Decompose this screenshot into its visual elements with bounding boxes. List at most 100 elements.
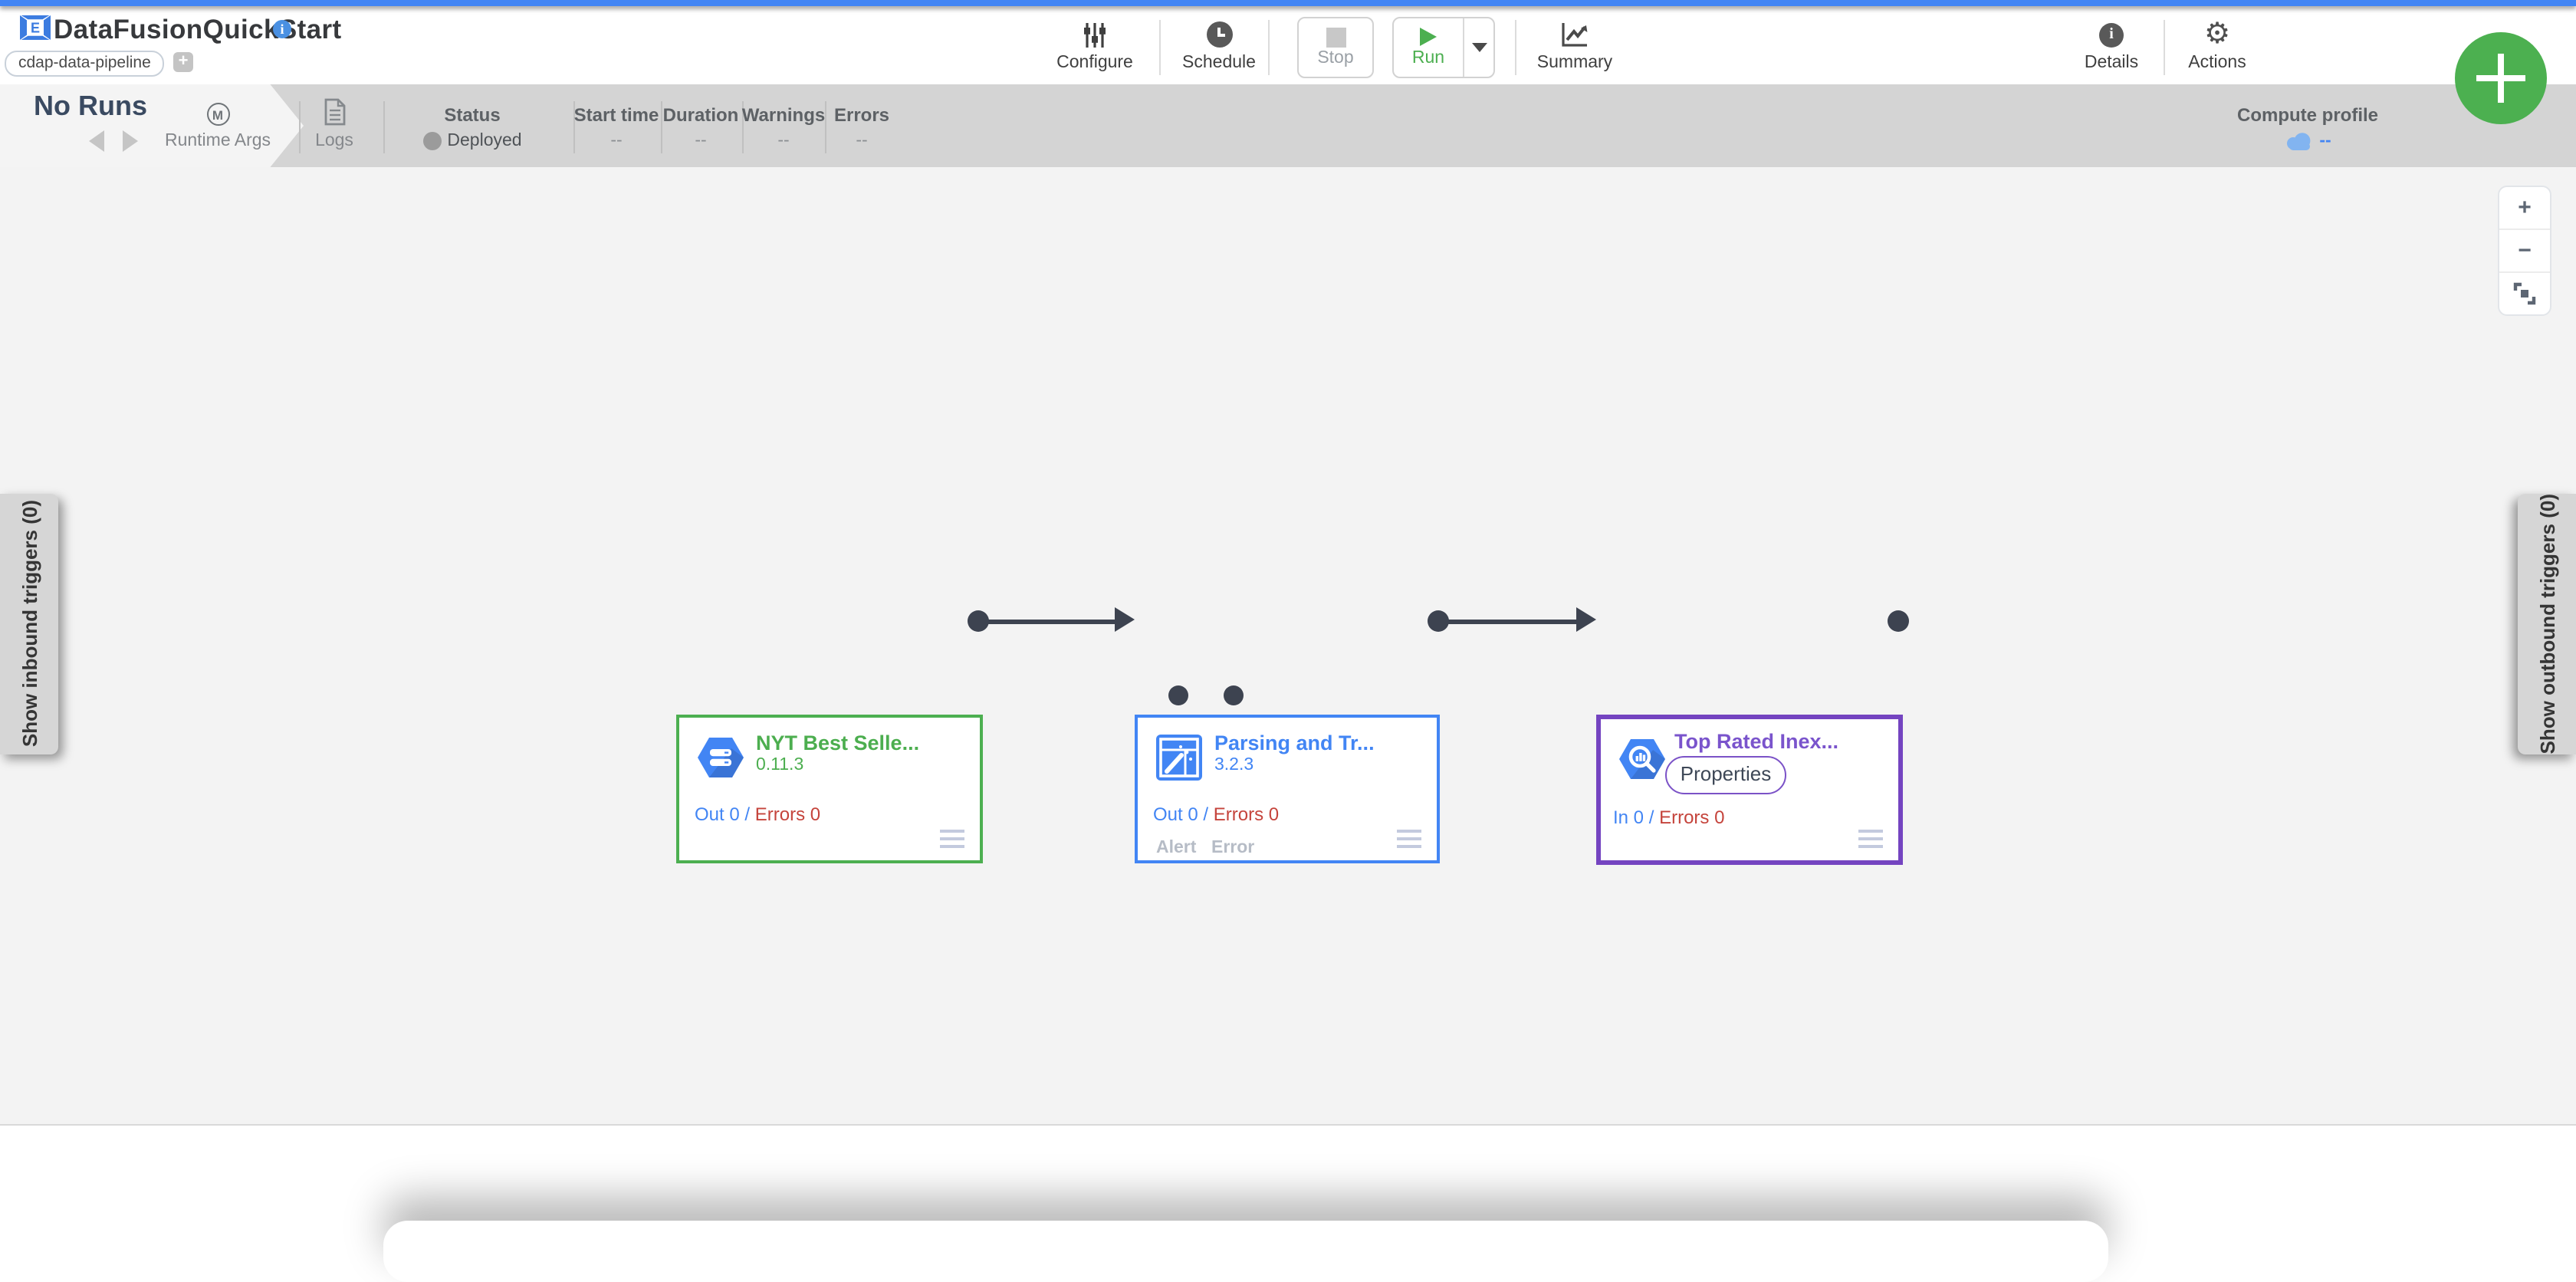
status-dot-icon	[422, 132, 442, 150]
node-menu-icon[interactable]	[1858, 825, 1883, 848]
node-version: 3.2.3	[1214, 756, 1254, 774]
svg-text:E: E	[31, 21, 40, 36]
error-port-node2[interactable]	[1224, 685, 1244, 705]
runbar-separator	[742, 101, 744, 153]
node-title: NYT Best Selle...	[756, 731, 920, 754]
out-metric: Out 0	[1153, 804, 1198, 825]
pipeline-title: DataFusionQuickStart	[54, 14, 342, 44]
configure-button[interactable]: Configure	[1030, 18, 1159, 72]
error-port-label: Error	[1211, 839, 1255, 857]
start-time-value: --	[610, 132, 623, 150]
in-metric: In 0	[1613, 807, 1644, 828]
pipeline-studio: E DataFusionQuickStart i cdap-data-pipel…	[0, 0, 2576, 1205]
arrowhead-into-node2	[1115, 606, 1135, 631]
configure-sliders-icon	[1030, 18, 1159, 51]
schedule-button[interactable]: Schedule	[1155, 18, 1283, 72]
node-menu-icon[interactable]	[1397, 825, 1421, 848]
node-nyt-best-sellers[interactable]: NYT Best Selle... 0.11.3 Out 0 / Errors …	[676, 715, 983, 863]
toolbar-separator	[2164, 20, 2165, 75]
pipeline-canvas[interactable]: NYT Best Selle... 0.11.3 Out 0 / Errors …	[0, 167, 2576, 1124]
runbar-separator	[573, 101, 575, 153]
gear-icon: ⚙	[2203, 18, 2231, 51]
bigquery-sink-plugin-icon	[1619, 736, 1665, 790]
warnings-value: --	[777, 132, 790, 150]
node-top-rated-sink[interactable]: Top Rated Inex... Properties In 0 / Erro…	[1596, 715, 1903, 865]
fit-to-screen-button[interactable]	[2499, 271, 2550, 314]
output-port-node3[interactable]	[1888, 610, 1909, 632]
node-parsing-transform[interactable]: Parsing and Tr... 3.2.3 Out 0 / Errors 0…	[1135, 715, 1440, 863]
next-run-arrow[interactable]	[123, 130, 138, 152]
node-title: Top Rated Inex...	[1674, 730, 1839, 753]
status-label: Status	[444, 104, 501, 126]
properties-button[interactable]: Properties	[1665, 756, 1786, 794]
alert-port-node2[interactable]	[1168, 685, 1188, 705]
macro-m-icon: M	[141, 95, 294, 126]
errors-metric: Errors 0	[1213, 804, 1280, 825]
run-play-icon	[1420, 28, 1437, 46]
schedule-clock-icon	[1155, 18, 1283, 51]
stop-button[interactable]: Stop	[1297, 17, 1374, 78]
cdap-logo-icon: E	[20, 15, 51, 48]
outbound-triggers-tab[interactable]: Show outbound triggers (0)	[2518, 494, 2576, 754]
header: E DataFusionQuickStart i cdap-data-pipel…	[0, 6, 2576, 84]
inbound-triggers-tab[interactable]: Show inbound triggers (0)	[0, 494, 58, 754]
details-button[interactable]: i Details	[2047, 18, 2176, 72]
stop-icon	[1326, 28, 1346, 48]
output-port-node1[interactable]	[968, 610, 989, 632]
run-options-dropdown[interactable]	[1464, 18, 1493, 77]
warnings-block: Warnings --	[707, 95, 860, 150]
errors-metric: Errors 0	[754, 804, 821, 825]
node-metrics: Out 0 / Errors 0	[1153, 804, 1280, 825]
start-time-block: Start time --	[540, 95, 693, 150]
zoom-in-button[interactable]: +	[2518, 195, 2532, 221]
errors-metric: Errors 0	[1659, 807, 1725, 828]
runbar-separator	[661, 101, 662, 153]
node-version: 0.11.3	[756, 756, 804, 774]
add-plugin-fab-button[interactable]	[2455, 32, 2547, 124]
run-button[interactable]: Run	[1394, 18, 1464, 77]
zoom-out-button[interactable]: −	[2499, 228, 2550, 271]
chevron-down-icon	[1471, 43, 1487, 52]
bottom-strip	[0, 1124, 2576, 1205]
compute-profile-block[interactable]: Compute profile --	[2237, 104, 2378, 150]
logs-button[interactable]: Logs	[258, 95, 411, 150]
runbar-separator	[825, 101, 826, 153]
wrangler-plugin-icon	[1156, 735, 1202, 788]
status-value: Deployed	[447, 132, 522, 150]
toolbar-separator	[1268, 20, 1270, 75]
errors-value: --	[856, 132, 868, 150]
duration-value: --	[695, 132, 707, 150]
top-accent-bar	[0, 0, 2576, 6]
connection-node2-node3	[1438, 619, 1576, 623]
canvas-zoom-controls: + −	[2498, 186, 2551, 316]
status-block: Status Deployed	[396, 95, 549, 150]
fit-to-screen-icon	[2513, 282, 2536, 305]
bottom-drawer-shadow	[383, 1221, 2108, 1282]
alert-port-label: Alert	[1156, 839, 1197, 857]
arrowhead-into-node3	[1576, 606, 1596, 631]
errors-block: Errors --	[785, 95, 938, 150]
details-info-icon: i	[2047, 18, 2176, 51]
compute-profile-value: --	[2319, 132, 2331, 150]
node-metrics: In 0 / Errors 0	[1613, 807, 1725, 828]
out-metric: Out 0	[695, 804, 740, 825]
actions-button[interactable]: ⚙ Actions	[2153, 18, 2282, 72]
logs-document-icon	[258, 95, 411, 126]
connection-node1-node2	[978, 619, 1118, 623]
pipeline-info-icon[interactable]: i	[273, 20, 291, 38]
node-metrics: Out 0 / Errors 0	[695, 804, 821, 825]
output-port-node2[interactable]	[1428, 610, 1449, 632]
run-button-group: Run	[1392, 17, 1495, 78]
add-tag-button[interactable]: +	[173, 52, 193, 72]
runtime-args-button[interactable]: M Runtime Args	[141, 95, 294, 150]
runbar-separator	[299, 101, 301, 153]
summary-button[interactable]: Summary	[1510, 18, 1639, 72]
artifact-type-chip: cdap-data-pipeline	[5, 51, 165, 77]
summary-chart-icon	[1510, 18, 1639, 51]
cloud-icon	[2286, 133, 2310, 150]
node-menu-icon[interactable]	[940, 825, 964, 848]
run-history-tab: No Runs	[0, 84, 304, 167]
toolbar-separator	[1159, 20, 1161, 75]
previous-run-arrow[interactable]	[89, 130, 104, 152]
runbar-separator	[383, 101, 385, 153]
